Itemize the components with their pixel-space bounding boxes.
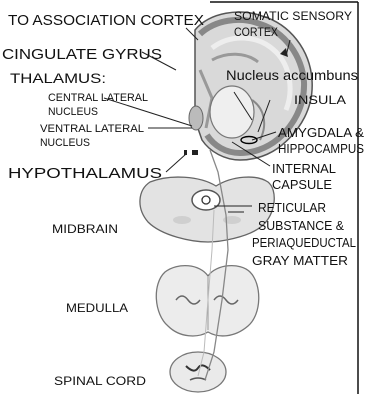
label-internal-capsule-1: INTERNAL (272, 162, 336, 176)
midbrain-section (140, 177, 274, 242)
label-reticular-1: RETICULAR (258, 201, 326, 215)
label-central-lateral-2: NUCLEUS (48, 106, 98, 118)
label-reticular-3: PERIAQUEDUCTAL (252, 236, 356, 250)
label-internal-capsule-2: CAPSULE (272, 178, 332, 192)
label-hypothalamus: HYPOTHALAMUS (8, 166, 162, 182)
label-association-cortex: TO ASSOCIATION CORTEX (8, 13, 204, 29)
label-insula: INSULA (294, 93, 346, 107)
label-somatic-sensory-1: SOMATIC SENSORY (234, 11, 352, 23)
label-nucleus-accumbens: Nucleus accumbuns (226, 68, 358, 83)
label-cingulate-gyrus: CINGULATE GYRUS (2, 46, 162, 63)
label-medulla: MEDULLA (66, 301, 128, 315)
label-ventral-lateral-1: VENTRAL LATERAL (40, 123, 144, 135)
label-somatic-sensory-2: CORTEX (234, 27, 278, 39)
label-amygdala-1: AMYGDALA & (278, 126, 365, 140)
label-central-lateral-1: CENTRAL LATERAL (48, 92, 148, 104)
label-reticular-4: GRAY MATTER (252, 254, 348, 268)
label-amygdala-2: HIPPOCAMPUS (278, 142, 364, 156)
label-midbrain: MIDBRAIN (52, 222, 118, 236)
label-thalamus: THALAMUS: (10, 70, 106, 86)
label-spinal-cord: SPINAL CORD (54, 374, 146, 388)
label-ventral-lateral-2: NUCLEUS (40, 137, 90, 149)
spinal-cord-section (170, 352, 226, 392)
label-reticular-2: SUBSTANCE & (258, 219, 345, 233)
